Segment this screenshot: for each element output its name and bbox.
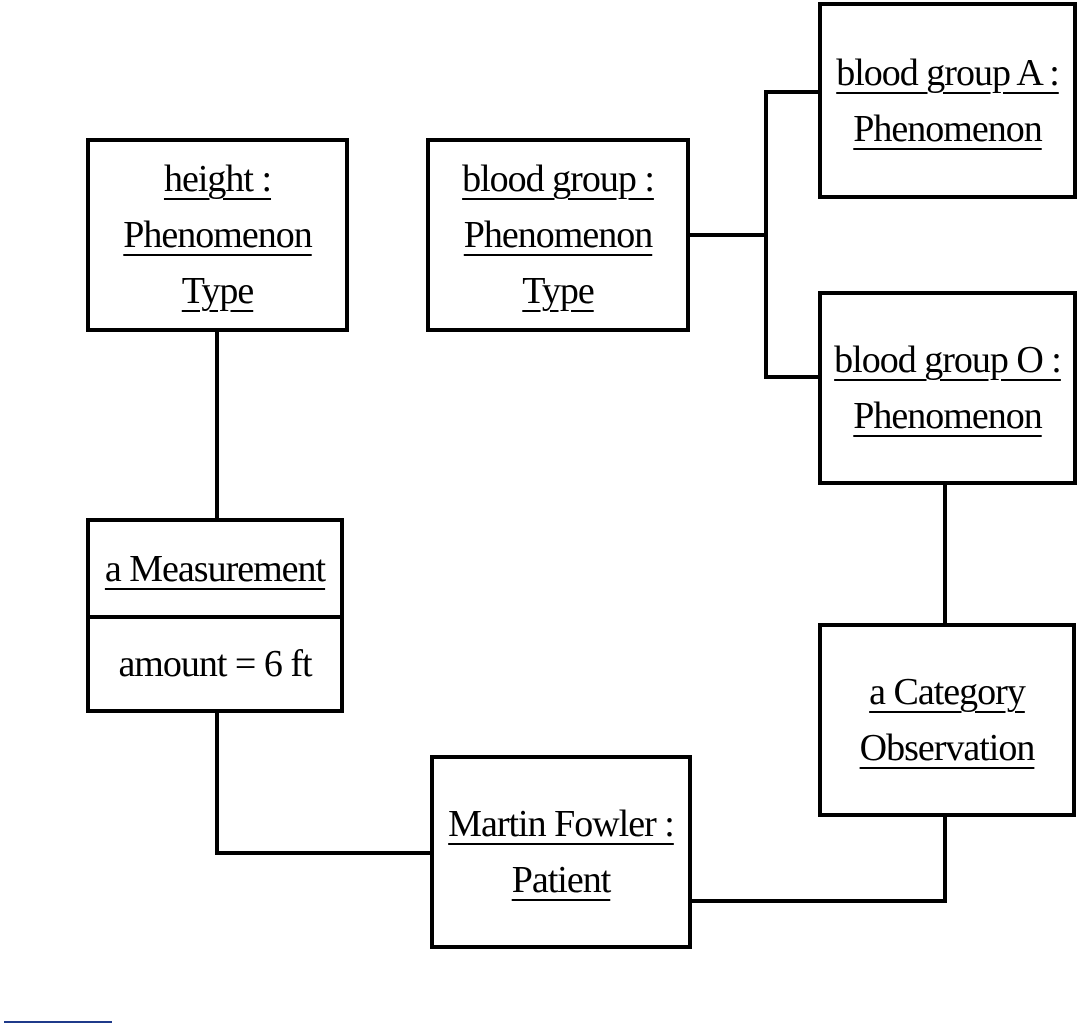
object-label: a Category Observation (859, 664, 1036, 776)
object-label-line: blood group A : (836, 51, 1060, 94)
object-label-line: Phenomenon (123, 214, 312, 256)
object-measurement: a Measurement amount = 6 ft (86, 518, 344, 713)
connector-patient-to-category-observation (690, 815, 947, 903)
object-blood-group-a-phenomenon: blood group A : Phenomenon (818, 2, 1077, 199)
object-blood-group-o-phenomenon: blood group O : Phenomenon (818, 291, 1077, 485)
measurement-attribute-compartment: amount = 6 ft (90, 619, 340, 709)
object-label-line: Patient (511, 859, 612, 901)
object-label-line: Type (522, 270, 594, 312)
footnote-rule (4, 1021, 112, 1023)
object-label: blood group A : Phenomenon (836, 45, 1060, 157)
object-label-line: Type (181, 270, 254, 312)
measurement-name: a Measurement (104, 547, 326, 590)
object-label-line: Martin Fowler : (448, 803, 675, 845)
connector-measurement-to-patient (215, 711, 432, 855)
object-label-line: Phenomenon (853, 107, 1042, 150)
object-label: Martin Fowler : Patient (448, 796, 675, 908)
object-label: height : Phenomenon Type (123, 151, 312, 319)
measurement-name-compartment: a Measurement (90, 522, 340, 619)
object-label-line: Phenomenon (853, 395, 1042, 437)
object-height-phenomenon-type: height : Phenomenon Type (86, 138, 349, 332)
measurement-attribute: amount = 6 ft (118, 643, 312, 685)
object-label-line: Phenomenon (463, 214, 653, 256)
object-label-line: blood group O : (834, 339, 1062, 381)
object-label-line: height : (163, 158, 272, 200)
object-blood-group-phenomenon-type: blood group : Phenomenon Type (426, 138, 690, 332)
object-label: blood group : Phenomenon Type (462, 151, 655, 319)
object-martin-fowler-patient: Martin Fowler : Patient (430, 755, 692, 949)
object-label-line: Observation (859, 727, 1036, 769)
object-category-observation: a Category Observation (818, 623, 1076, 817)
object-label-line: a Category (869, 671, 1026, 713)
object-label: blood group O : Phenomenon (834, 332, 1062, 444)
object-label-line: blood group : (462, 158, 655, 200)
